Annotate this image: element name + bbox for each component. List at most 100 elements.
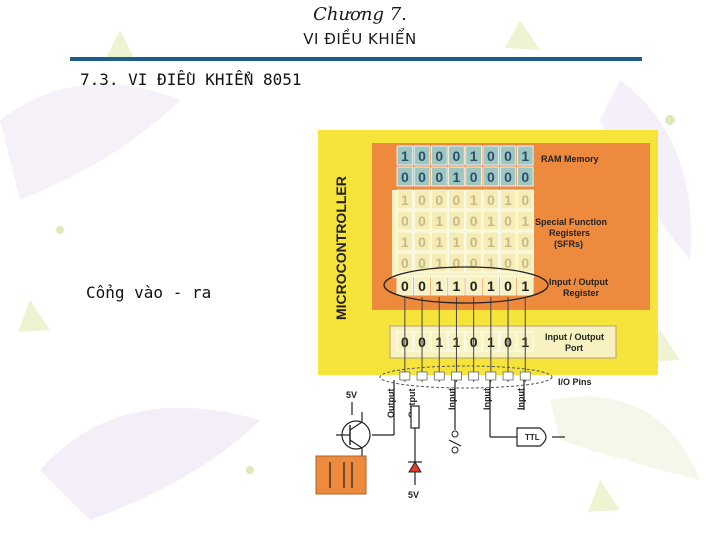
pin-pad xyxy=(502,371,514,381)
sfr-label-1: Special Function xyxy=(535,217,607,227)
register-bit-value: 1 xyxy=(435,278,443,294)
ram-bit-value: 0 xyxy=(504,169,512,185)
sfr-bit-cell xyxy=(482,231,500,252)
sfr-bit-cell xyxy=(396,252,414,273)
led-icon xyxy=(408,461,422,473)
pin-pad xyxy=(451,371,462,381)
register-bit-value: 1 xyxy=(521,278,529,294)
ram-bit-value: 1 xyxy=(521,148,529,164)
ram-bit-value: 0 xyxy=(470,169,478,185)
sfr-bit-cell xyxy=(517,231,534,252)
register-bit-value: 1 xyxy=(487,278,495,294)
voltage-top-label: 5V xyxy=(346,390,357,400)
ram-bit-value: 1 xyxy=(453,169,461,185)
ram-bit-cell xyxy=(430,166,448,187)
ram-bit-cell xyxy=(465,145,482,166)
sfr-bit-value: 0 xyxy=(401,255,409,271)
sfr-bit-value: 0 xyxy=(418,234,426,250)
sfr-bit-value: 0 xyxy=(453,192,461,208)
ram-bit-value: 0 xyxy=(418,169,426,185)
ram-bit-value: 0 xyxy=(453,148,461,164)
sfr-bit-cell xyxy=(430,189,448,210)
sfr-bit-cell xyxy=(448,189,465,210)
io-register-label-2: Register xyxy=(563,288,600,298)
sfr-bit-cell xyxy=(413,210,431,231)
sfr-bit-cell xyxy=(413,231,431,252)
sfr-bit-value: 1 xyxy=(504,234,512,250)
ram-bit-value: 0 xyxy=(418,148,426,164)
sfr-bit-cell xyxy=(482,210,500,231)
sfr-bit-value: 0 xyxy=(504,255,512,271)
sfr-bit-cell xyxy=(448,210,465,231)
register-bit-value: 0 xyxy=(418,278,426,294)
sfr-bit-cell xyxy=(396,210,414,231)
sfr-bit-value: 1 xyxy=(521,213,529,229)
sfr-bit-cell xyxy=(499,189,517,210)
ram-bit-cell xyxy=(396,145,414,166)
ram-bit-value: 0 xyxy=(435,169,443,185)
relay-box-icon xyxy=(315,455,367,495)
register-bit-cell xyxy=(465,275,482,296)
sfr-bit-value: 0 xyxy=(418,213,426,229)
sfr-label-3: (SFRs) xyxy=(554,239,583,249)
chip-label: MICROCONTROLLER xyxy=(333,176,349,320)
sfr-bit-value: 0 xyxy=(470,213,478,229)
sfr-bit-value: 0 xyxy=(453,255,461,271)
ram-bit-cell xyxy=(517,145,534,166)
ram-bit-cell xyxy=(499,145,517,166)
register-bit-value: 0 xyxy=(401,278,409,294)
io-port-caption: Cổng vào - ra xyxy=(86,283,212,302)
ram-bit-cell xyxy=(448,166,465,187)
ram-bit-value: 0 xyxy=(487,148,495,164)
pin-label-1: Output xyxy=(386,389,396,419)
sfr-bit-value: 0 xyxy=(521,192,529,208)
io-pins-label: I/O Pins xyxy=(558,377,592,387)
sfr-bit-value: 1 xyxy=(470,192,478,208)
register-highlight xyxy=(383,266,549,304)
sfr-bit-value: 0 xyxy=(470,255,478,271)
register-bit-cell xyxy=(448,275,465,296)
ram-bit-value: 0 xyxy=(487,169,495,185)
io-port-label-2: Port xyxy=(565,343,583,353)
ram-label: RAM Memory xyxy=(541,154,599,164)
ram-bit-cell xyxy=(499,166,517,187)
pin-pad xyxy=(485,371,497,381)
ram-bit-value: 0 xyxy=(401,169,409,185)
sfr-bit-cell xyxy=(499,210,517,231)
ram-bit-cell xyxy=(448,145,465,166)
register-bit-value: 0 xyxy=(470,278,478,294)
pins-highlight xyxy=(379,365,553,389)
pin-pad xyxy=(433,371,445,381)
ram-bit-cell xyxy=(482,145,500,166)
sfr-bit-value: 1 xyxy=(487,255,495,271)
ram-bit-cell xyxy=(413,145,431,166)
sfr-bit-value: 1 xyxy=(487,234,495,250)
register-bit-cell xyxy=(430,275,448,296)
sfr-bit-value: 1 xyxy=(487,213,495,229)
sfr-bit-value: 1 xyxy=(401,192,409,208)
sfr-bit-value: 1 xyxy=(453,234,461,250)
chapter-title: Chương 7. xyxy=(313,4,407,25)
sfr-bit-value: 0 xyxy=(418,192,426,208)
pin-pad xyxy=(468,371,480,381)
sfr-bit-value: 0 xyxy=(470,234,478,250)
header-divider xyxy=(70,57,642,61)
sfr-bit-value: 0 xyxy=(487,192,495,208)
sfr-bit-cell xyxy=(482,189,500,210)
ram-bit-cell xyxy=(465,166,482,187)
register-bit-cell xyxy=(499,275,517,296)
ram-bit-cell xyxy=(482,166,500,187)
pin-pad xyxy=(519,371,531,381)
io-port-label-1: Input / Output xyxy=(545,332,604,342)
ram-bit-value: 0 xyxy=(521,169,529,185)
ttl-label: TTL xyxy=(525,433,540,442)
sfr-bit-value: 0 xyxy=(401,213,409,229)
sfr-bit-value: 1 xyxy=(504,192,512,208)
sfr-bit-cell xyxy=(430,210,448,231)
sfr-bit-cell xyxy=(465,189,482,210)
register-bit-cell xyxy=(517,275,534,296)
register-bit-value: 1 xyxy=(453,278,461,294)
